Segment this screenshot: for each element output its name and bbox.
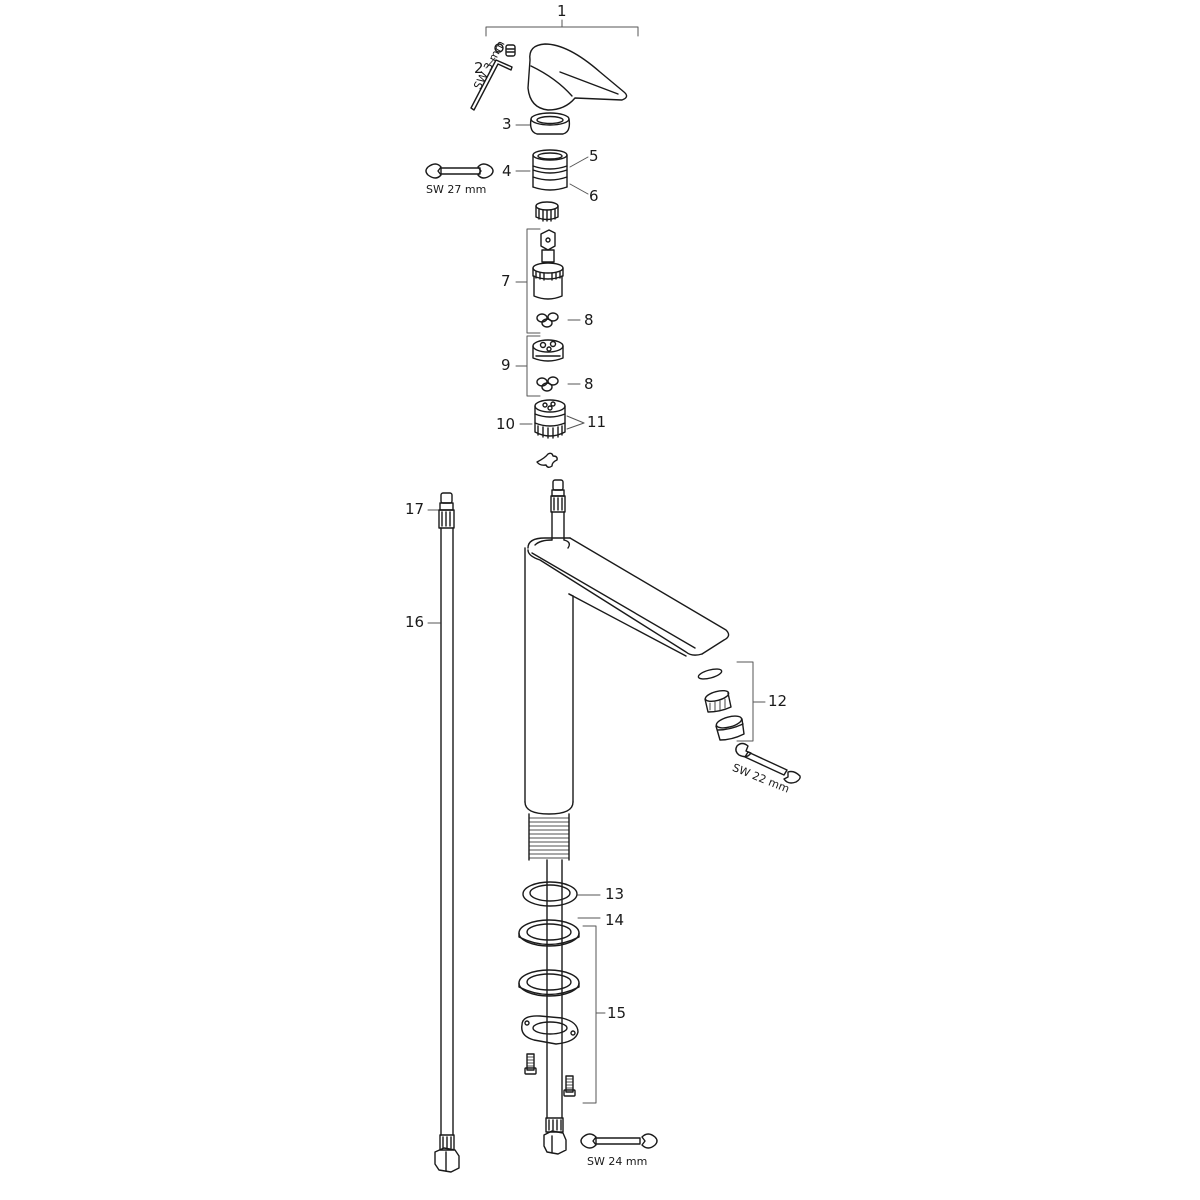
tool-label-wrench-27: SW 27 mm	[426, 183, 487, 196]
faucet-body-icon	[524, 537, 730, 861]
part-label-8a: 8	[584, 311, 594, 329]
center-hose-connector-icon	[550, 479, 566, 541]
mounting-screw-left-icon	[524, 1053, 537, 1075]
part-label-6: 6	[589, 187, 599, 205]
part-label-14: 14	[605, 911, 625, 929]
seal-set-lower-icon	[536, 376, 559, 392]
wrench-22-icon	[735, 742, 801, 784]
ring-nut-icon	[535, 201, 559, 222]
leader-lines	[427, 19, 766, 1104]
part-label-8b: 8	[584, 375, 594, 393]
cartridge-icon	[532, 229, 564, 300]
part-label-2: 2	[474, 59, 484, 77]
valve-insert-icon	[534, 399, 566, 439]
part-label-15: 15	[607, 1004, 627, 1022]
part-label-10: 10	[496, 415, 516, 433]
wrench-27-icon	[425, 163, 494, 179]
cartridge-nut-icon	[532, 149, 568, 191]
base-washer-icon	[522, 881, 578, 907]
part-label-9: 9	[501, 356, 511, 374]
part-label-3: 3	[502, 115, 512, 133]
seal-set-upper-icon	[536, 312, 559, 328]
part-label-4: 4	[502, 162, 512, 180]
flexible-hose-icon	[434, 492, 460, 1173]
mounting-screw-right-icon	[563, 1075, 576, 1097]
rubber-gasket-icon	[518, 919, 580, 947]
part-label-17: 17	[405, 500, 425, 518]
wrench-24-icon	[580, 1133, 658, 1149]
part-label-13: 13	[605, 885, 625, 903]
part-label-16: 16	[405, 613, 425, 631]
lever-handle-icon	[527, 43, 628, 111]
mounting-ring-icon	[518, 969, 580, 997]
tool-label-wrench-24: SW 24 mm	[587, 1155, 648, 1168]
hex-key-icon	[470, 43, 516, 111]
cartridge-base-icon	[532, 339, 564, 362]
part-label-5: 5	[589, 147, 599, 165]
mounting-bracket-icon	[521, 1015, 579, 1045]
part-label-12: 12	[768, 692, 788, 710]
retaining-clip-icon	[536, 452, 558, 468]
part-label-11: 11	[587, 413, 607, 431]
part-label-1: 1	[557, 2, 567, 20]
aerator-set-icon	[697, 668, 745, 741]
part-label-7: 7	[501, 272, 511, 290]
cover-cap-icon	[529, 112, 571, 135]
